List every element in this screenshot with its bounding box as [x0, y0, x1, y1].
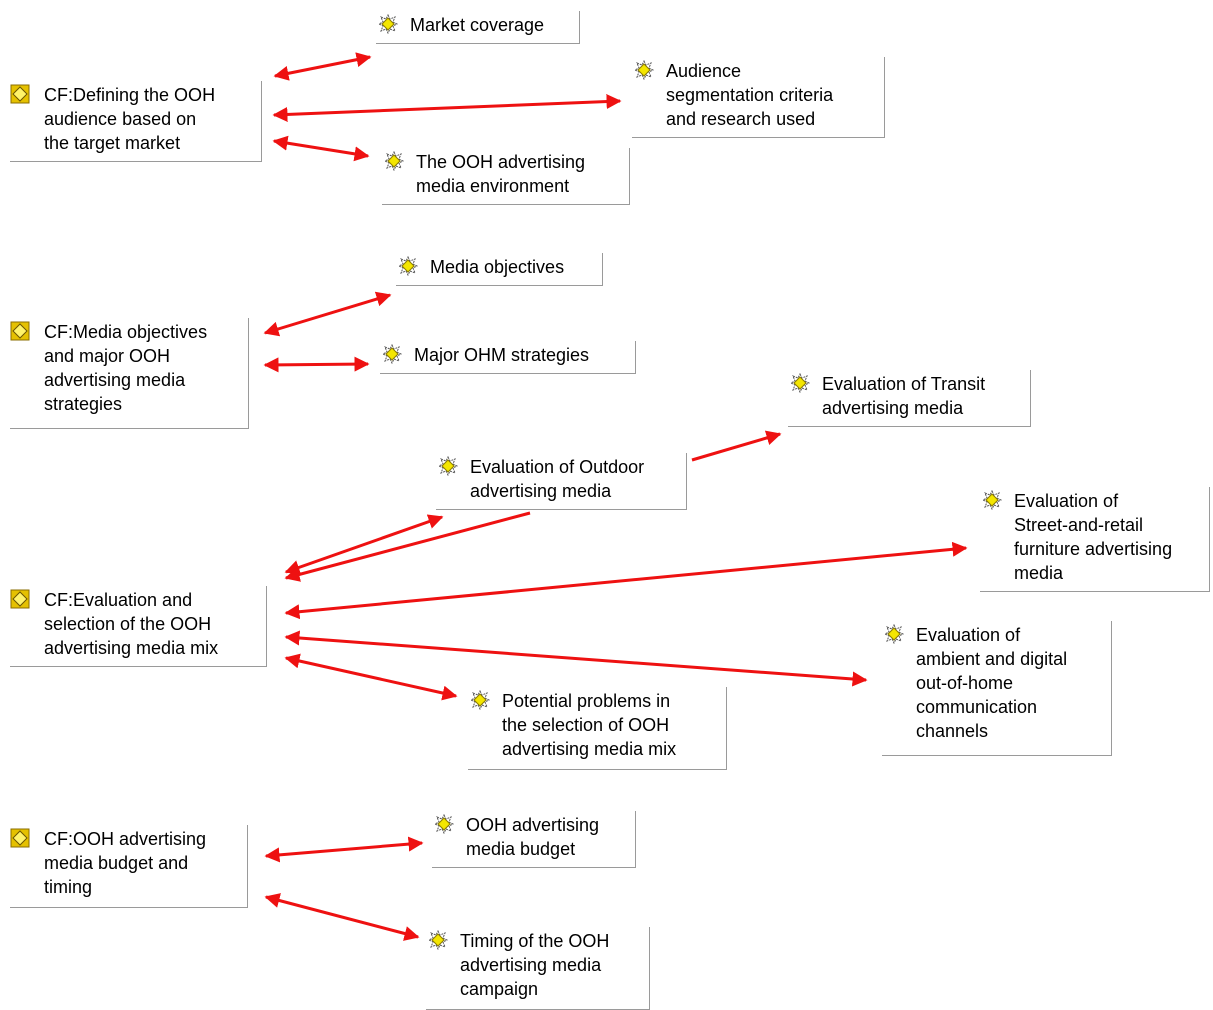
node-label-line: advertising media	[470, 481, 612, 501]
node-label-line: Evaluation of Transit	[822, 374, 986, 394]
edge-cf-evaluation-to-eval-street	[284, 541, 968, 620]
node-label-line: Media objectives	[430, 257, 565, 277]
star-burst-icon	[397, 255, 419, 277]
node-label-line: audience based on	[44, 109, 197, 129]
node-label-line: media budget and	[44, 853, 189, 873]
node-potential-problems[interactable]: Potential problems in the selection of OO…	[468, 687, 727, 770]
node-label-line: advertising media	[822, 398, 964, 418]
node-media-objectives[interactable]: Media objectives	[396, 253, 603, 286]
node-major-ohm[interactable]: Major OHM strategies	[380, 341, 636, 374]
node-label-line: The OOH advertising	[416, 152, 586, 172]
edge-cf-defining-to-audience-segmentation	[272, 94, 622, 122]
star-burst-icon	[381, 343, 403, 365]
edge-eval-outdoor-to-eval-transit	[691, 430, 782, 462]
star-burst-icon	[789, 372, 811, 394]
node-label-line: Evaluation of Outdoor	[470, 457, 645, 477]
node-label-line: CF:Defining the OOH	[44, 85, 216, 105]
node-label-line: furniture advertising	[1014, 539, 1173, 559]
diamond-icon	[10, 84, 30, 104]
node-label-line: Evaluation of	[1014, 491, 1119, 511]
node-label-line: Street-and-retail	[1014, 515, 1144, 535]
node-eval-street[interactable]: Evaluation of Street-and-retail furniture …	[980, 487, 1210, 592]
edge-cf-evaluation-to-eval-outdoor	[284, 514, 444, 575]
node-eval-outdoor[interactable]: Evaluation of Outdoor advertising media	[436, 453, 687, 510]
node-label-line: CF:Media objectives	[44, 322, 208, 342]
node-label-line: Audience	[666, 61, 742, 81]
star-burst-icon	[437, 455, 459, 477]
node-label-line: and research used	[666, 109, 816, 129]
node-label-line: and major OOH	[44, 346, 171, 366]
node-label-line: CF:OOH advertising	[44, 829, 207, 849]
node-label-line: media	[1014, 563, 1064, 583]
star-burst-icon	[981, 489, 1003, 511]
star-burst-icon	[383, 150, 405, 172]
node-label-line: Evaluation of	[916, 625, 1021, 645]
edge-eval-outdoor-to-cf-evaluation	[284, 511, 531, 582]
node-label-line: timing	[44, 877, 93, 897]
node-ooh-budget[interactable]: OOH advertising media budget	[432, 811, 636, 868]
node-market-coverage[interactable]: Market coverage	[376, 11, 580, 44]
star-burst-icon	[883, 623, 905, 645]
node-timing[interactable]: Timing of the OOH advertising media campai…	[426, 927, 650, 1010]
edge-cf-media-objectives-to-major-ohm	[263, 356, 370, 373]
node-label-line: advertising media mix	[44, 638, 219, 658]
diamond-icon	[10, 589, 30, 609]
edge-cf-evaluation-to-eval-ambient	[284, 630, 868, 687]
node-label-line: ambient and digital	[916, 649, 1068, 669]
star-burst-icon	[633, 59, 655, 81]
node-label-line: Potential problems in	[502, 691, 671, 711]
diamond-icon	[10, 321, 30, 341]
node-label-line: Major OHM strategies	[414, 345, 590, 365]
star-burst-icon	[469, 689, 491, 711]
node-cf-media-objectives[interactable]: CF:Media objectives and major OOH advertis…	[10, 318, 249, 429]
node-label-line: campaign	[460, 979, 539, 999]
node-cf-defining[interactable]: CF:Defining the OOH audience based on the …	[10, 81, 262, 162]
edge-cf-defining-to-ooh-environment	[272, 135, 370, 162]
node-cf-budget[interactable]: CF:OOH advertising media budget and timing	[10, 825, 248, 908]
node-ooh-environment[interactable]: The OOH advertising media environment	[382, 148, 630, 205]
node-label-line: channels	[916, 721, 989, 741]
node-label-line: Timing of the OOH	[460, 931, 610, 951]
node-cf-evaluation[interactable]: CF:Evaluation and selection of the OOH adv…	[10, 586, 267, 667]
node-label-line: out-of-home	[916, 673, 1014, 693]
node-eval-ambient[interactable]: Evaluation of ambient and digital out-of-h…	[882, 621, 1112, 756]
edge-cf-defining-to-market-coverage	[273, 52, 372, 81]
edge-cf-media-objectives-to-media-objectives	[263, 291, 392, 337]
star-burst-icon	[377, 13, 399, 35]
diamond-icon	[10, 828, 30, 848]
edge-cf-budget-to-timing	[264, 893, 420, 941]
node-eval-transit[interactable]: Evaluation of Transit advertising media	[788, 370, 1031, 427]
node-label-line: media environment	[416, 176, 570, 196]
node-label-line: OOH advertising	[466, 815, 600, 835]
node-label-line: media budget	[466, 839, 576, 859]
star-burst-icon	[427, 929, 449, 951]
node-label-line: communication	[916, 697, 1038, 717]
node-label-line: the target market	[44, 133, 181, 153]
node-label-line: advertising media	[44, 370, 186, 390]
edge-cf-evaluation-to-potential-problems	[284, 653, 458, 701]
star-burst-icon	[433, 813, 455, 835]
node-audience-segmentation[interactable]: Audience segmentation criteria and researc…	[632, 57, 885, 138]
node-label-line: selection of the OOH	[44, 614, 212, 634]
node-label-line: Market coverage	[410, 15, 545, 35]
node-label-line: advertising media mix	[502, 739, 677, 759]
edge-cf-budget-to-ooh-budget	[264, 836, 424, 863]
node-label-line: segmentation criteria	[666, 85, 834, 105]
node-label-line: CF:Evaluation and	[44, 590, 193, 610]
node-label-line: strategies	[44, 394, 123, 414]
node-label-line: the selection of OOH	[502, 715, 670, 735]
node-label-line: advertising media	[460, 955, 602, 975]
